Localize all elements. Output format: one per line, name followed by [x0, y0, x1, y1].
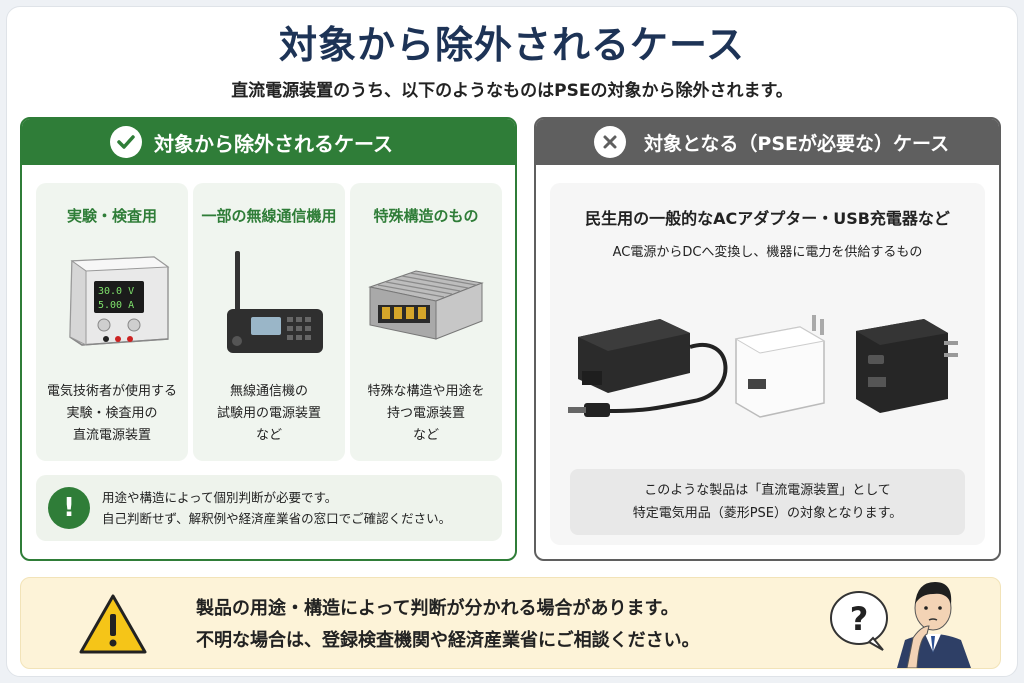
- question-mark: ?: [850, 600, 869, 638]
- note-line: 自己判断せず、解釈例や経済産業省の窓口でご確認ください。: [102, 511, 452, 526]
- desc-line: 直流電源装置: [72, 428, 151, 443]
- ac-adapter-icon: [568, 319, 728, 417]
- card-wireless: 一部の無線通信機用 無線通信機の 試験用の電源装置 など: [193, 183, 345, 461]
- bench-power-supply-icon: 30.0 V 5.00 A: [69, 256, 170, 346]
- excluded-cards: 実験・検査用 30.0 V 5.00 A 電気技術者が使用する 実験・検査用の …: [36, 183, 502, 461]
- page-title: 対象から除外されるケース: [278, 23, 746, 67]
- excluded-cases-panel: 対象から除外されるケース 実験・検査用 30.0 V 5.00 A 電気技術者が…: [20, 117, 517, 561]
- thinking-person-icon: ?: [830, 582, 971, 668]
- card-lab-test: 実験・検査用 30.0 V 5.00 A 電気技術者が使用する 実験・検査用の …: [36, 183, 188, 461]
- target-header-label: 対象となる（PSEが必要な）ケース: [644, 132, 950, 155]
- note-line: 用途や構造によって個別判断が必要です。: [102, 490, 338, 505]
- desc-line: 電気技術者が使用する: [46, 384, 177, 399]
- warning-icon: [79, 594, 147, 654]
- voltage-readout: 30.0 V: [98, 286, 134, 297]
- excluded-header: 対象から除外されるケース: [22, 119, 515, 165]
- adapters-illustration: [568, 315, 958, 418]
- note-line: このような製品は「直流電源装置」として: [644, 483, 891, 498]
- note-text: 用途や構造によって個別判断が必要です。 自己判断せず、解釈例や経済産業省の窓口で…: [102, 487, 451, 529]
- target-note: このような製品は「直流電源装置」として 特定電気用品（菱形PSE）の対象となりま…: [570, 469, 965, 535]
- card-desc: 特殊な構造や用途を 持つ電源装置 など: [350, 381, 502, 447]
- card-desc: 電気技術者が使用する 実験・検査用の 直流電源装置: [36, 381, 188, 447]
- desc-line: 試験用の電源装置: [216, 406, 321, 421]
- excluded-note: ! 用途や構造によって個別判断が必要です。 自己判断せず、解釈例や経済産業省の窓…: [36, 475, 502, 541]
- radio-device-icon: [227, 251, 323, 353]
- target-subtitle: AC電源からDCへ変換し、機器に電力を供給するもの: [612, 245, 923, 260]
- card-title: 一部の無線通信機用: [201, 207, 337, 225]
- bottom-banner: 製品の用途・構造によって判断が分かれる場合があります。 不明な場合は、登録検査機…: [20, 577, 1001, 669]
- page-subtitle: 直流電源装置のうち、以下のようなものはPSEの対象から除外されます。: [231, 81, 793, 101]
- desc-line: 特殊な構造や用途を: [367, 384, 485, 399]
- desc-line: 実験・検査用の: [66, 406, 158, 421]
- card-title: 実験・検査用: [66, 207, 157, 225]
- target-header: 対象となる（PSEが必要な）ケース: [536, 119, 999, 165]
- usb-charger-white-icon: [734, 315, 826, 418]
- desc-line: など: [412, 428, 439, 443]
- desc-line: 無線通信機の: [229, 384, 308, 399]
- desc-line: 持つ電源装置: [386, 406, 465, 421]
- industrial-psu-icon: [368, 270, 484, 340]
- check-icon: [110, 126, 142, 158]
- current-readout: 5.00 A: [98, 300, 134, 311]
- bottom-line: 不明な場合は、登録検査機関や経済産業省にご相談ください。: [196, 630, 700, 651]
- excluded-header-label: 対象から除外されるケース: [154, 131, 393, 156]
- target-cases-panel: 対象となる（PSEが必要な）ケース 民生用の一般的なACアダプター・USB充電器…: [534, 117, 1001, 561]
- card-desc: 無線通信機の 試験用の電源装置 など: [193, 381, 345, 447]
- card-title: 特殊構造のもの: [373, 207, 479, 225]
- target-box: 民生用の一般的なACアダプター・USB充電器など AC電源からDCへ変換し、機器…: [550, 183, 985, 545]
- bottom-text: 製品の用途・構造によって判断が分かれる場合があります。 不明な場合は、登録検査機…: [196, 593, 700, 657]
- cross-icon: [594, 126, 626, 158]
- exclamation-icon: !: [48, 487, 90, 529]
- bottom-line: 製品の用途・構造によって判断が分かれる場合があります。: [196, 598, 679, 619]
- desc-line: など: [255, 428, 282, 443]
- usb-charger-black-icon: [856, 319, 958, 413]
- card-special: 特殊構造のもの 特殊な構造や用途を 持つ電源装置 など: [350, 183, 502, 461]
- target-title: 民生用の一般的なACアダプター・USB充電器など: [585, 209, 950, 228]
- note-line: 特定電気用品（菱形PSE）の対象となります。: [632, 506, 903, 521]
